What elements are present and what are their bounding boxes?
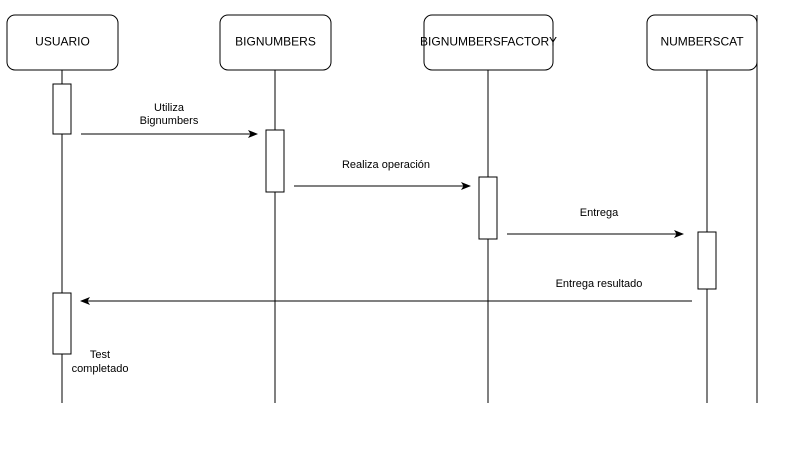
participant-bignumbers[interactable]: BIGNUMBERS <box>219 14 332 71</box>
message-label-line2: Bignumbers <box>140 115 199 127</box>
participant-label: BIGNUMBERSFACTORY <box>420 35 557 49</box>
activation-usuario-1[interactable] <box>52 83 72 135</box>
participant-label: NUMBERSCAT <box>660 35 744 49</box>
participant-label: USUARIO <box>35 35 90 49</box>
activation-bignumbersfactory[interactable] <box>478 176 498 240</box>
message-label-line1: Utiliza <box>154 102 185 114</box>
note-test-completado: Test completado <box>72 349 129 375</box>
message-realiza-operacion[interactable]: Realiza operación <box>294 159 471 190</box>
participant-usuario[interactable]: USUARIO <box>6 14 119 71</box>
activation-bignumbers[interactable] <box>265 129 285 193</box>
note-label-line1: Test <box>90 349 110 361</box>
message-utiliza-bignumbers[interactable]: Utiliza Bignumbers <box>81 102 258 138</box>
message-entrega[interactable]: Entrega <box>507 207 684 238</box>
participant-label: BIGNUMBERS <box>235 35 316 49</box>
participant-numberscat[interactable]: NUMBERSCAT <box>646 14 758 71</box>
message-label-line1: Entrega resultado <box>556 278 643 290</box>
message-entrega-resultado[interactable]: Entrega resultado <box>80 278 692 305</box>
activation-usuario-2[interactable] <box>52 292 72 355</box>
activation-numberscat[interactable] <box>697 231 717 290</box>
participant-bignumbersfactory[interactable]: BIGNUMBERSFACTORY <box>420 14 557 71</box>
note-label-line2: completado <box>72 363 129 375</box>
message-label-line1: Entrega <box>580 207 619 219</box>
message-label-line1: Realiza operación <box>342 159 430 171</box>
